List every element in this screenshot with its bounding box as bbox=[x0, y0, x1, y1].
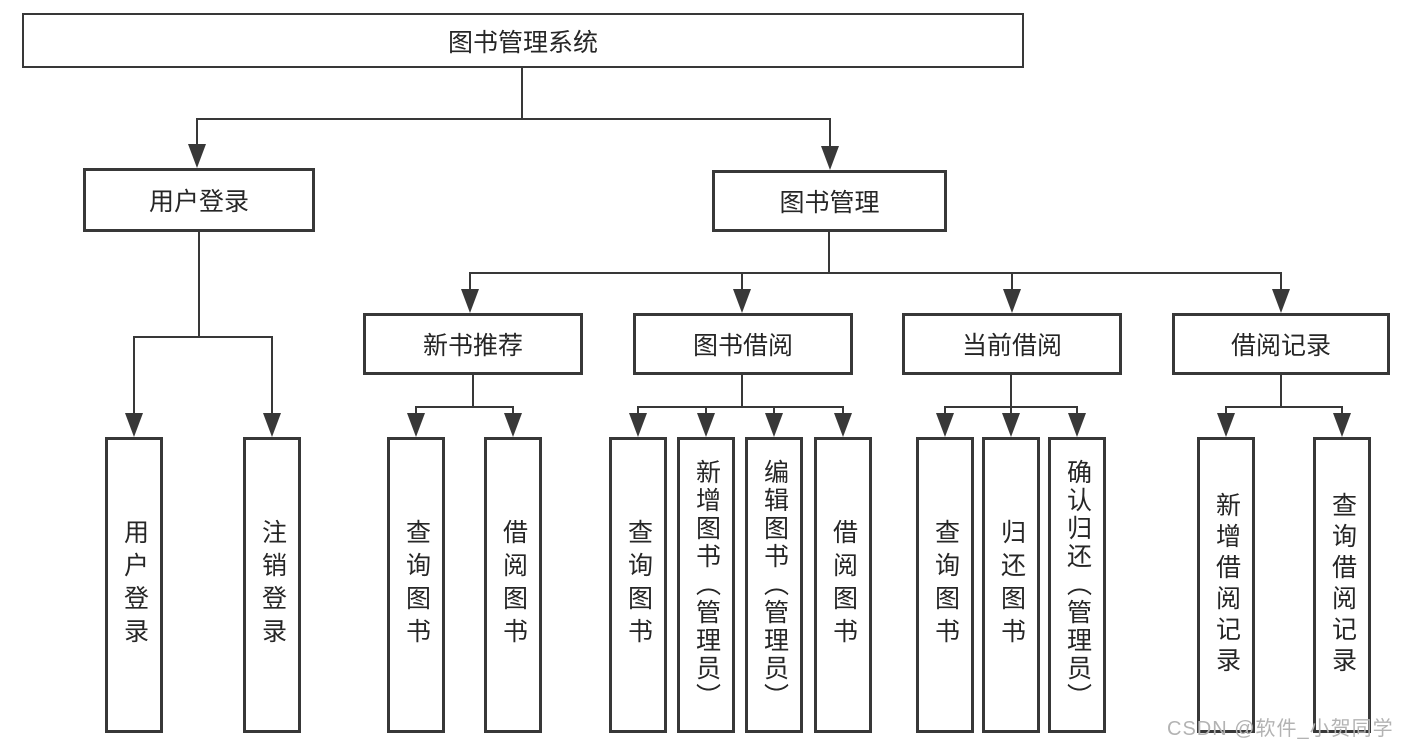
arrow-down-icon bbox=[263, 413, 281, 437]
arrow-down-icon bbox=[1068, 413, 1086, 437]
leaf-label: 确认归还（管理员） bbox=[1063, 459, 1092, 711]
leaf-query-borrowing-record: 查询借阅记录 bbox=[1313, 437, 1371, 733]
arrow-down-icon bbox=[461, 289, 479, 313]
node-label: 借阅记录 bbox=[1230, 332, 1331, 360]
arrow-down-icon bbox=[407, 413, 425, 437]
leaf-label: 编辑图书（管理员） bbox=[760, 459, 789, 711]
leaf-borrow-books-borrowing: 借阅图书 bbox=[814, 437, 872, 733]
arrow-down-icon bbox=[834, 413, 852, 437]
connector-line bbox=[1341, 406, 1343, 413]
connector-line bbox=[1280, 375, 1282, 406]
arrow-down-icon bbox=[188, 144, 206, 168]
connector-line bbox=[773, 406, 775, 413]
node-label: 图书管理系统 bbox=[447, 28, 598, 57]
leaf-edit-books-admin: 编辑图书（管理员） bbox=[745, 437, 803, 733]
leaf-label: 查询图书 bbox=[931, 519, 960, 651]
arrow-down-icon bbox=[125, 413, 143, 437]
connector-line bbox=[472, 375, 474, 406]
leaf-user-login: 用户登录 bbox=[105, 437, 163, 733]
arrow-down-icon bbox=[1272, 289, 1290, 313]
leaf-confirm-return-admin: 确认归还（管理员） bbox=[1048, 437, 1106, 733]
connector-line bbox=[1010, 406, 1012, 413]
node-current-borrowing: 当前借阅 bbox=[902, 313, 1122, 375]
connector-line bbox=[415, 406, 417, 413]
csdn-watermark: CSDN @软件_小贺同学 bbox=[1167, 718, 1394, 740]
arrow-down-icon bbox=[765, 413, 783, 437]
leaf-logout-login: 注销登录 bbox=[243, 437, 301, 733]
node-label: 当前借阅 bbox=[961, 332, 1062, 360]
connector-line bbox=[1011, 272, 1013, 289]
connector-line bbox=[271, 336, 273, 413]
node-label: 新书推荐 bbox=[422, 332, 523, 360]
connector-line bbox=[512, 406, 514, 413]
leaf-label: 借阅图书 bbox=[829, 519, 858, 651]
connector-line bbox=[741, 375, 743, 406]
arrow-down-icon bbox=[697, 413, 715, 437]
leaf-return-books: 归还图书 bbox=[982, 437, 1040, 733]
connector-line bbox=[197, 118, 831, 120]
node-user-login: 用户登录 bbox=[83, 168, 315, 232]
leaf-query-books-recommend: 查询图书 bbox=[387, 437, 445, 733]
leaf-query-books-current: 查询图书 bbox=[916, 437, 974, 733]
leaf-label: 借阅图书 bbox=[499, 519, 528, 651]
connector-line bbox=[1010, 375, 1012, 406]
node-label: 图书借阅 bbox=[692, 332, 793, 360]
node-library-management-system: 图书管理系统 bbox=[22, 13, 1024, 68]
node-book-management: 图书管理 bbox=[712, 170, 947, 232]
leaf-query-books-borrowing: 查询图书 bbox=[609, 437, 667, 733]
connector-line bbox=[470, 272, 1282, 274]
connector-line bbox=[828, 232, 830, 272]
node-label: 用户登录 bbox=[148, 188, 249, 216]
connector-line bbox=[134, 336, 273, 338]
arrow-down-icon bbox=[1333, 413, 1351, 437]
arrow-down-icon bbox=[504, 413, 522, 437]
leaf-add-books-admin: 新增图书（管理员） bbox=[677, 437, 735, 733]
leaf-borrow-books-recommend: 借阅图书 bbox=[484, 437, 542, 733]
arrow-down-icon bbox=[629, 413, 647, 437]
arrow-down-icon bbox=[821, 146, 839, 170]
connector-line bbox=[198, 232, 200, 336]
leaf-label: 归还图书 bbox=[997, 519, 1026, 651]
node-book-borrowing: 图书借阅 bbox=[633, 313, 853, 375]
leaf-label: 用户登录 bbox=[120, 519, 149, 651]
connector-line bbox=[944, 406, 946, 413]
leaf-label: 查询图书 bbox=[624, 519, 653, 651]
arrow-down-icon bbox=[1003, 289, 1021, 313]
connector-line bbox=[637, 406, 639, 413]
connector-line bbox=[741, 272, 743, 289]
leaf-label: 新增图书（管理员） bbox=[692, 459, 721, 711]
leaf-label: 新增借阅记录 bbox=[1212, 492, 1241, 678]
arrow-down-icon bbox=[1217, 413, 1235, 437]
connector-line bbox=[842, 406, 844, 413]
arrow-down-icon bbox=[733, 289, 751, 313]
connector-line bbox=[1226, 406, 1343, 408]
arrow-down-icon bbox=[1002, 413, 1020, 437]
node-label: 图书管理 bbox=[779, 189, 880, 217]
connector-line bbox=[1280, 272, 1282, 289]
arrow-down-icon bbox=[936, 413, 954, 437]
node-borrowing-records: 借阅记录 bbox=[1172, 313, 1390, 375]
connector-line bbox=[638, 406, 844, 408]
connector-line bbox=[521, 68, 523, 118]
connector-line bbox=[1225, 406, 1227, 413]
leaf-label: 查询借阅记录 bbox=[1328, 492, 1357, 678]
connector-line bbox=[829, 118, 831, 146]
node-new-book-recommendation: 新书推荐 bbox=[363, 313, 583, 375]
connector-line bbox=[1076, 406, 1078, 413]
leaf-add-borrowing-record: 新增借阅记录 bbox=[1197, 437, 1255, 733]
leaf-label: 查询图书 bbox=[402, 519, 431, 651]
connector-line bbox=[705, 406, 707, 413]
connector-line bbox=[133, 336, 135, 413]
connector-line bbox=[469, 272, 471, 289]
connector-line bbox=[196, 118, 198, 144]
connector-line bbox=[416, 406, 514, 408]
leaf-label: 注销登录 bbox=[258, 519, 287, 651]
